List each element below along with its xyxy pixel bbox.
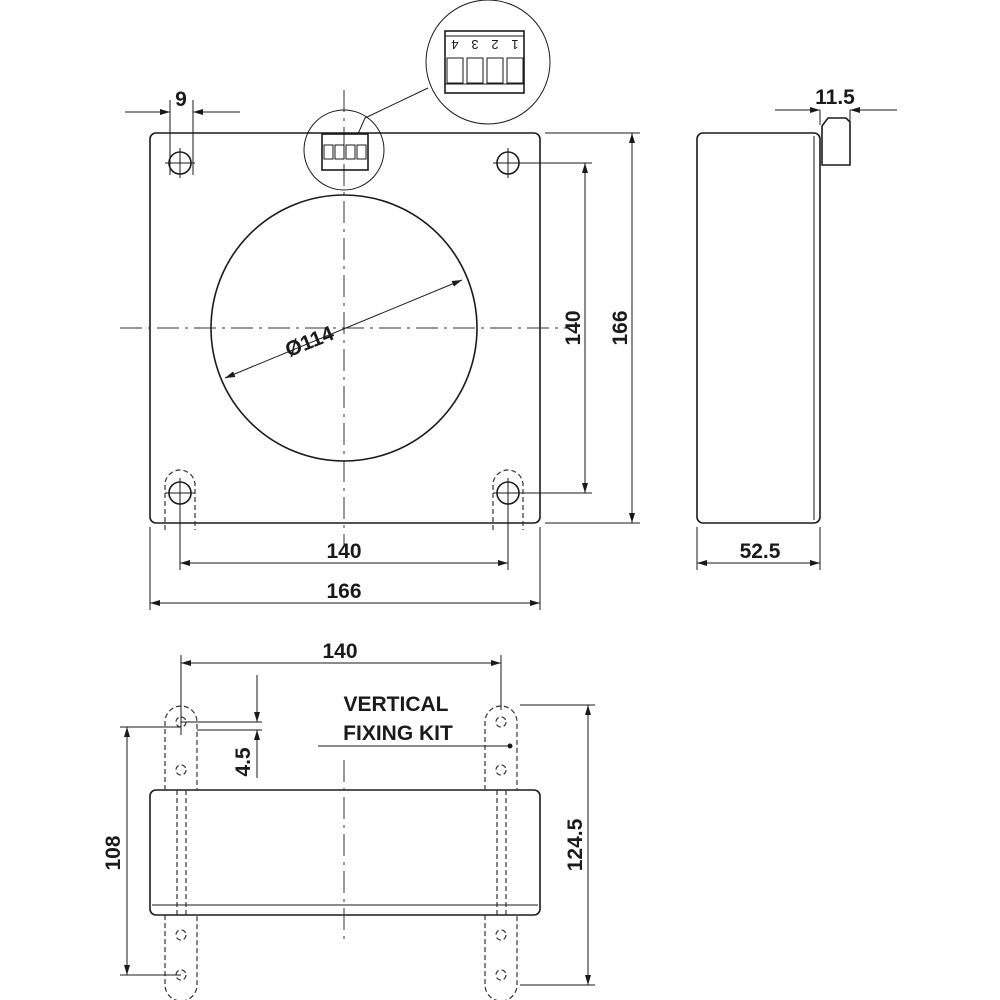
terminal-label-4: 4 bbox=[451, 37, 458, 52]
dimension-label: 140 bbox=[326, 540, 361, 563]
dimension-140-bottom: 140 bbox=[180, 640, 502, 710]
terminal-label-3: 3 bbox=[471, 37, 478, 52]
dimension-140-vertical: 140 bbox=[520, 162, 592, 494]
dimension-label: 108 bbox=[102, 835, 125, 870]
dimension-label: 52.5 bbox=[740, 540, 781, 563]
dimension-108: 108 bbox=[102, 726, 181, 976]
terminal-block bbox=[303, 87, 429, 191]
dimension-4-5: 4.5 bbox=[181, 675, 262, 778]
dimension-label: 140 bbox=[562, 310, 585, 345]
dimension-label: 166 bbox=[609, 310, 632, 345]
dimension-label: 140 bbox=[322, 640, 357, 663]
dimension-label: 4.5 bbox=[232, 747, 255, 777]
dimension-166-horizontal: 166 bbox=[149, 527, 541, 610]
dimension-label: 11.5 bbox=[815, 86, 855, 109]
dimension-124-5: 124.5 bbox=[520, 704, 595, 986]
terminal-detail: 4 3 2 1 bbox=[425, 0, 551, 125]
dimension-label: 166 bbox=[326, 580, 361, 603]
dimension-label: VERTICAL bbox=[344, 693, 449, 716]
terminal-label-2: 2 bbox=[491, 37, 498, 52]
dimension-9: 9 bbox=[125, 88, 240, 175]
dimension-label: FIXING KIT bbox=[343, 722, 453, 745]
vertical-fixing-kit-label: VERTICAL FIXING KIT bbox=[318, 693, 513, 749]
dimension-11-5: 11.5 bbox=[775, 86, 897, 125]
mounting-holes bbox=[164, 148, 524, 530]
fixing-kit-left bbox=[164, 705, 198, 1000]
front-view: 4 3 2 1 9 Ø114 140 166 140 166 bbox=[120, 0, 640, 610]
bottom-view: 140 4.5 108 124.5 VERTICAL FIXING KIT bbox=[102, 640, 595, 1000]
side-view: 11.5 52.5 bbox=[696, 86, 897, 570]
dimension-label: 124.5 bbox=[564, 818, 587, 871]
dimension-label: 9 bbox=[175, 88, 187, 111]
dimension-166-vertical: 166 bbox=[545, 132, 640, 524]
dimension-140-horizontal: 140 bbox=[179, 505, 509, 570]
terminal-label-1: 1 bbox=[511, 37, 518, 52]
dimension-52-5: 52.5 bbox=[696, 527, 821, 570]
fixing-kit-right bbox=[484, 705, 518, 1000]
